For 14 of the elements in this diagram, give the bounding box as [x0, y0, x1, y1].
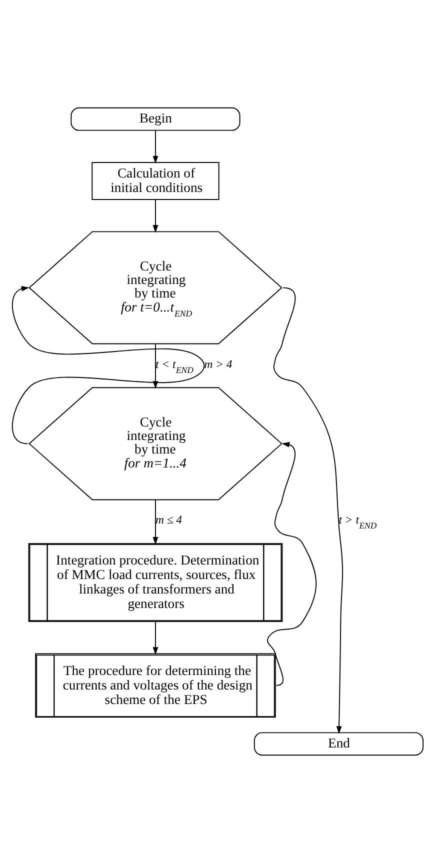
arrow [273, 287, 344, 734]
edge-label: m > 4 [204, 358, 232, 371]
arrow [152, 199, 158, 233]
node-box: Calculation of initial conditions [92, 162, 220, 200]
arrow [266, 442, 317, 686]
arrow [152, 499, 158, 545]
arrow [152, 130, 158, 164]
arrow [152, 621, 158, 655]
edge-label: m ≤ 4 [155, 514, 182, 527]
arrow [12, 286, 205, 444]
edge-label: t < t$_{END}$ [155, 358, 194, 375]
node-box: Begin [70, 107, 240, 131]
edge-label: t > t$_{END}$ [338, 514, 377, 531]
node-box: End [254, 732, 424, 756]
